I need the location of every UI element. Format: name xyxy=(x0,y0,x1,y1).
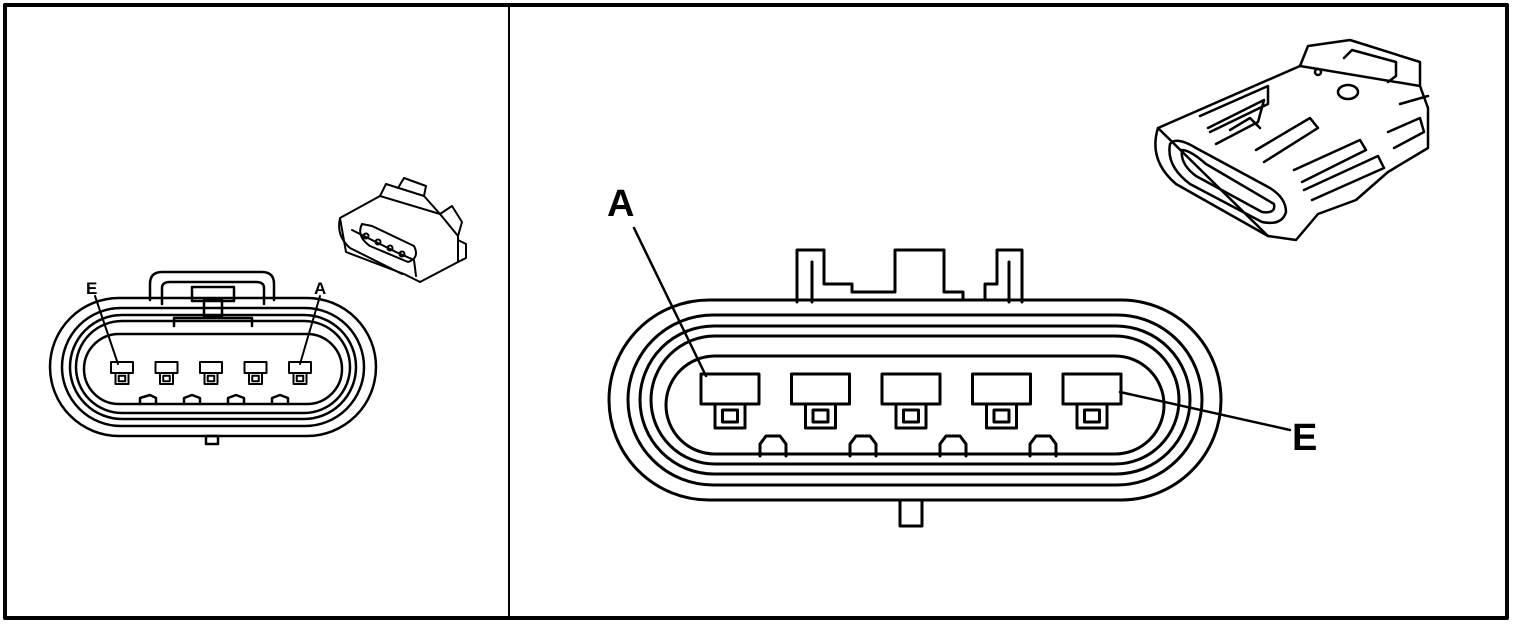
right-key xyxy=(848,434,878,458)
left-leader-first xyxy=(94,295,119,365)
left-key xyxy=(182,393,202,406)
left-latch-outline xyxy=(148,270,276,302)
left-latch-inner xyxy=(160,280,266,306)
terminal-cavity xyxy=(699,372,761,430)
left-cavity-row xyxy=(110,361,312,385)
left-connector-isometric xyxy=(338,177,467,283)
left-key xyxy=(226,393,246,406)
terminal-cavity xyxy=(880,372,942,430)
right-connector-face xyxy=(607,248,1223,528)
terminal-cavity xyxy=(110,361,134,385)
right-shell-2 xyxy=(626,313,1204,487)
left-key xyxy=(138,393,158,406)
left-shell-inner xyxy=(82,332,344,406)
terminal-cavity xyxy=(288,361,312,385)
terminal-cavity xyxy=(971,372,1032,430)
right-label-first: A xyxy=(607,183,634,225)
terminal-cavity xyxy=(1061,372,1123,430)
right-latch-inner xyxy=(810,260,1011,304)
right-leader-first xyxy=(632,226,708,378)
right-shell-3 xyxy=(638,324,1192,476)
right-leader-last xyxy=(1118,390,1292,432)
right-key xyxy=(1028,434,1058,458)
right-key xyxy=(758,434,788,458)
left-connector-face xyxy=(48,270,378,446)
terminal-cavity xyxy=(154,361,179,385)
right-shell-inner xyxy=(664,354,1166,456)
right-connector-isometric xyxy=(1154,38,1430,242)
terminal-cavity xyxy=(199,361,223,385)
left-label-last: A xyxy=(314,279,326,298)
terminal-cavity xyxy=(790,372,851,430)
left-leader-last xyxy=(299,295,321,365)
frame-border xyxy=(3,3,1509,620)
left-shell-3 xyxy=(68,313,358,421)
left-shell-4 xyxy=(74,319,352,415)
right-key xyxy=(938,434,968,458)
left-key xyxy=(270,393,290,406)
right-latch-outline xyxy=(795,248,1024,304)
left-shell-2 xyxy=(60,306,366,428)
right-label-last: E xyxy=(1292,417,1317,459)
right-shell-4 xyxy=(649,334,1181,466)
right-bottom-tab xyxy=(898,498,924,528)
left-label-first: E xyxy=(86,279,97,298)
right-cavity-row xyxy=(699,372,1123,430)
left-bottom-tab xyxy=(204,434,220,446)
terminal-cavity xyxy=(243,361,268,385)
